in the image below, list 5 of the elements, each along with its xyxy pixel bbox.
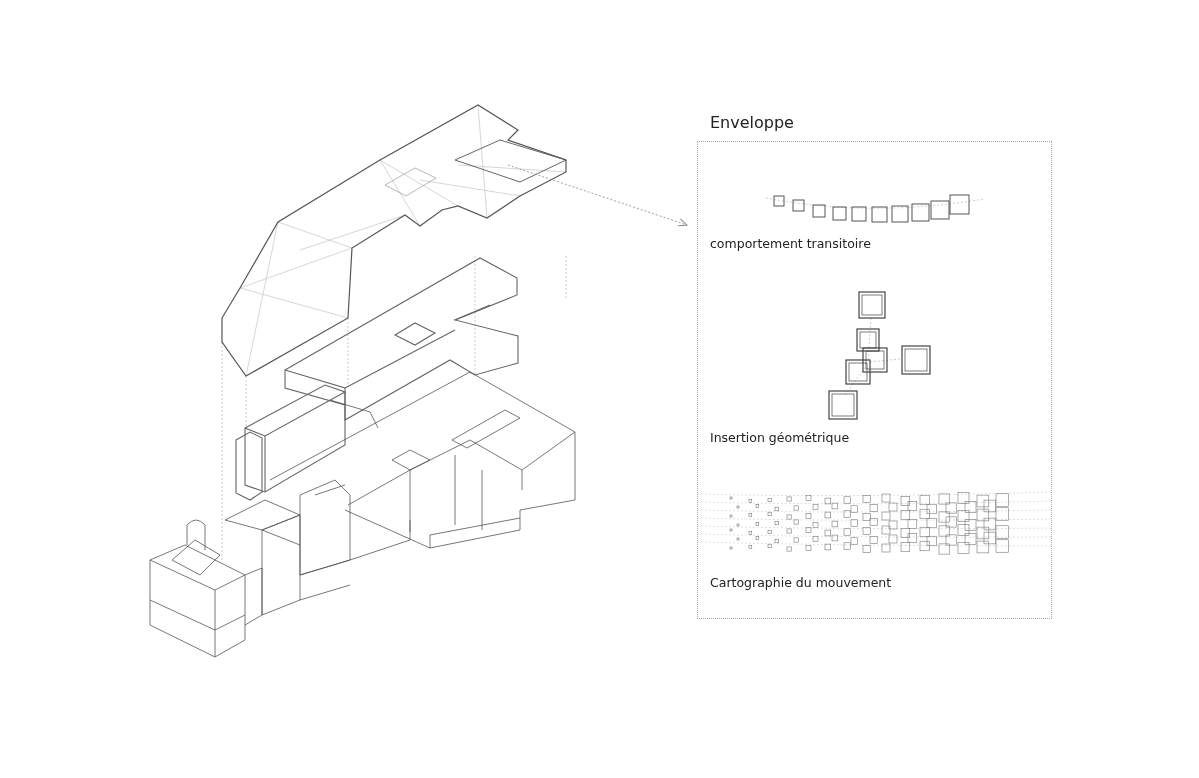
dotted-frame	[697, 141, 1052, 619]
section-heading: Enveloppe	[710, 112, 794, 134]
caption: Cartographie du mouvement	[710, 574, 892, 592]
caption: Insertion géométrique	[710, 429, 850, 447]
caption: comportement transitoire	[710, 235, 871, 253]
